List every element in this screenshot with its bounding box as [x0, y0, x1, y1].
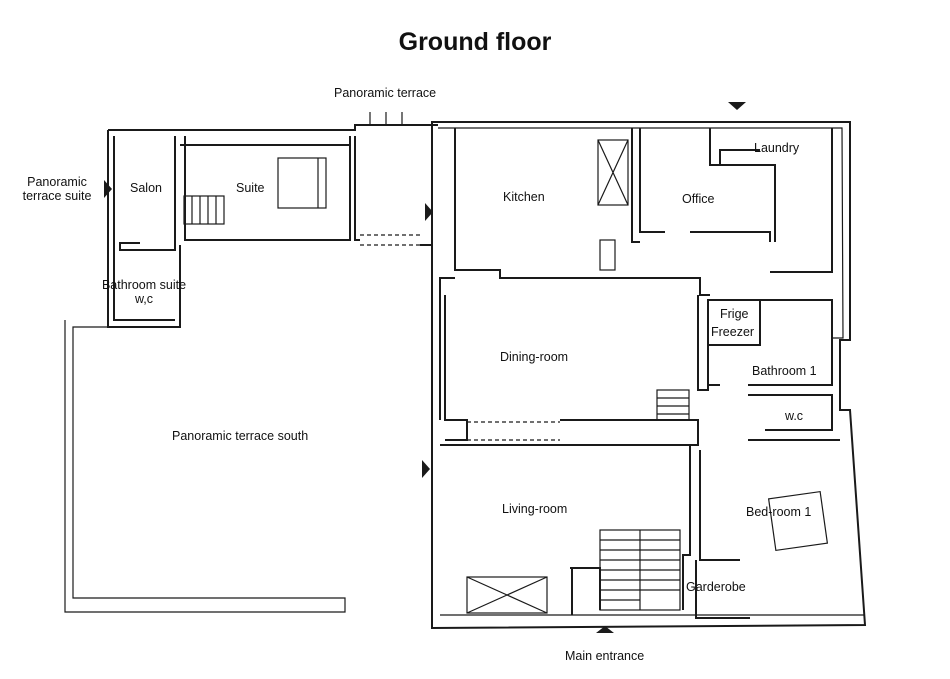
kitchen-entrance-arrow-icon [425, 203, 433, 221]
furniture [277, 139, 829, 614]
label-wc-suite: w,c [134, 292, 154, 306]
label-office: Office [682, 192, 715, 206]
label-panoramic-terrace: Panoramic terrace [334, 86, 437, 100]
label-wc: w.c [785, 409, 804, 423]
main-building-walls [431, 121, 867, 630]
entrance-markers [104, 102, 746, 633]
label-suite: Suite [236, 181, 265, 195]
suite-bed [277, 157, 327, 209]
terrace-south-outline [64, 320, 346, 613]
label-frige: Frige [720, 307, 749, 321]
suite-entrance-arrow-icon [104, 180, 112, 198]
label-dining-room: Dining-room [500, 350, 569, 364]
label-bathroom-suite: Bathroom suite [101, 278, 187, 292]
entrance-arrow-icon [728, 102, 746, 110]
kitchen-hood [597, 139, 629, 206]
stairs [183, 195, 690, 611]
main-entrance-arrow-icon [596, 626, 614, 633]
label-garderobe: Garderobe [686, 580, 746, 594]
label-main-entrance: Main entrance [565, 649, 645, 663]
living-fireplace [466, 576, 548, 614]
label-panoramic-terrace-suite: Panoramic terrace suite [22, 175, 92, 203]
living-entrance-arrow-icon [422, 460, 430, 478]
label-bed-room-1: Bed-room 1 [746, 505, 812, 519]
annex-walls [107, 112, 438, 328]
label-laundry: Laundry [754, 141, 800, 155]
page-title: Ground floor [398, 28, 552, 56]
bedroom-bed [767, 490, 829, 552]
label-living-room: Living-room [502, 502, 568, 516]
label-kitchen: Kitchen [503, 190, 545, 204]
label-panoramic-terrace-south: Panoramic terrace south [172, 429, 309, 443]
label-bathroom-1: Bathroom 1 [752, 364, 817, 378]
label-salon: Salon [130, 181, 162, 195]
label-freezer: Freezer [711, 325, 755, 339]
